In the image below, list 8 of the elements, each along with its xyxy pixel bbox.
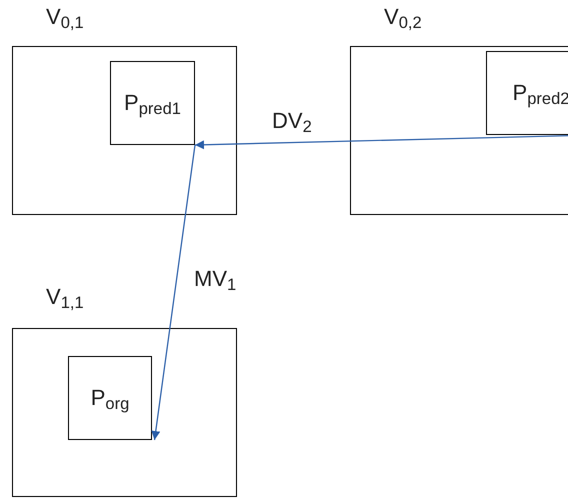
inner-box [110,61,195,145]
frame-label: V$_{0,2}$ [384,6,422,28]
frame-label: V$_{0,1}$ [46,6,84,28]
frame-label: V$_{1,1}$ [46,286,84,308]
arrow [151,144,196,440]
arrow [194,134,568,150]
inner-box [68,356,152,440]
inner-box [486,51,568,135]
